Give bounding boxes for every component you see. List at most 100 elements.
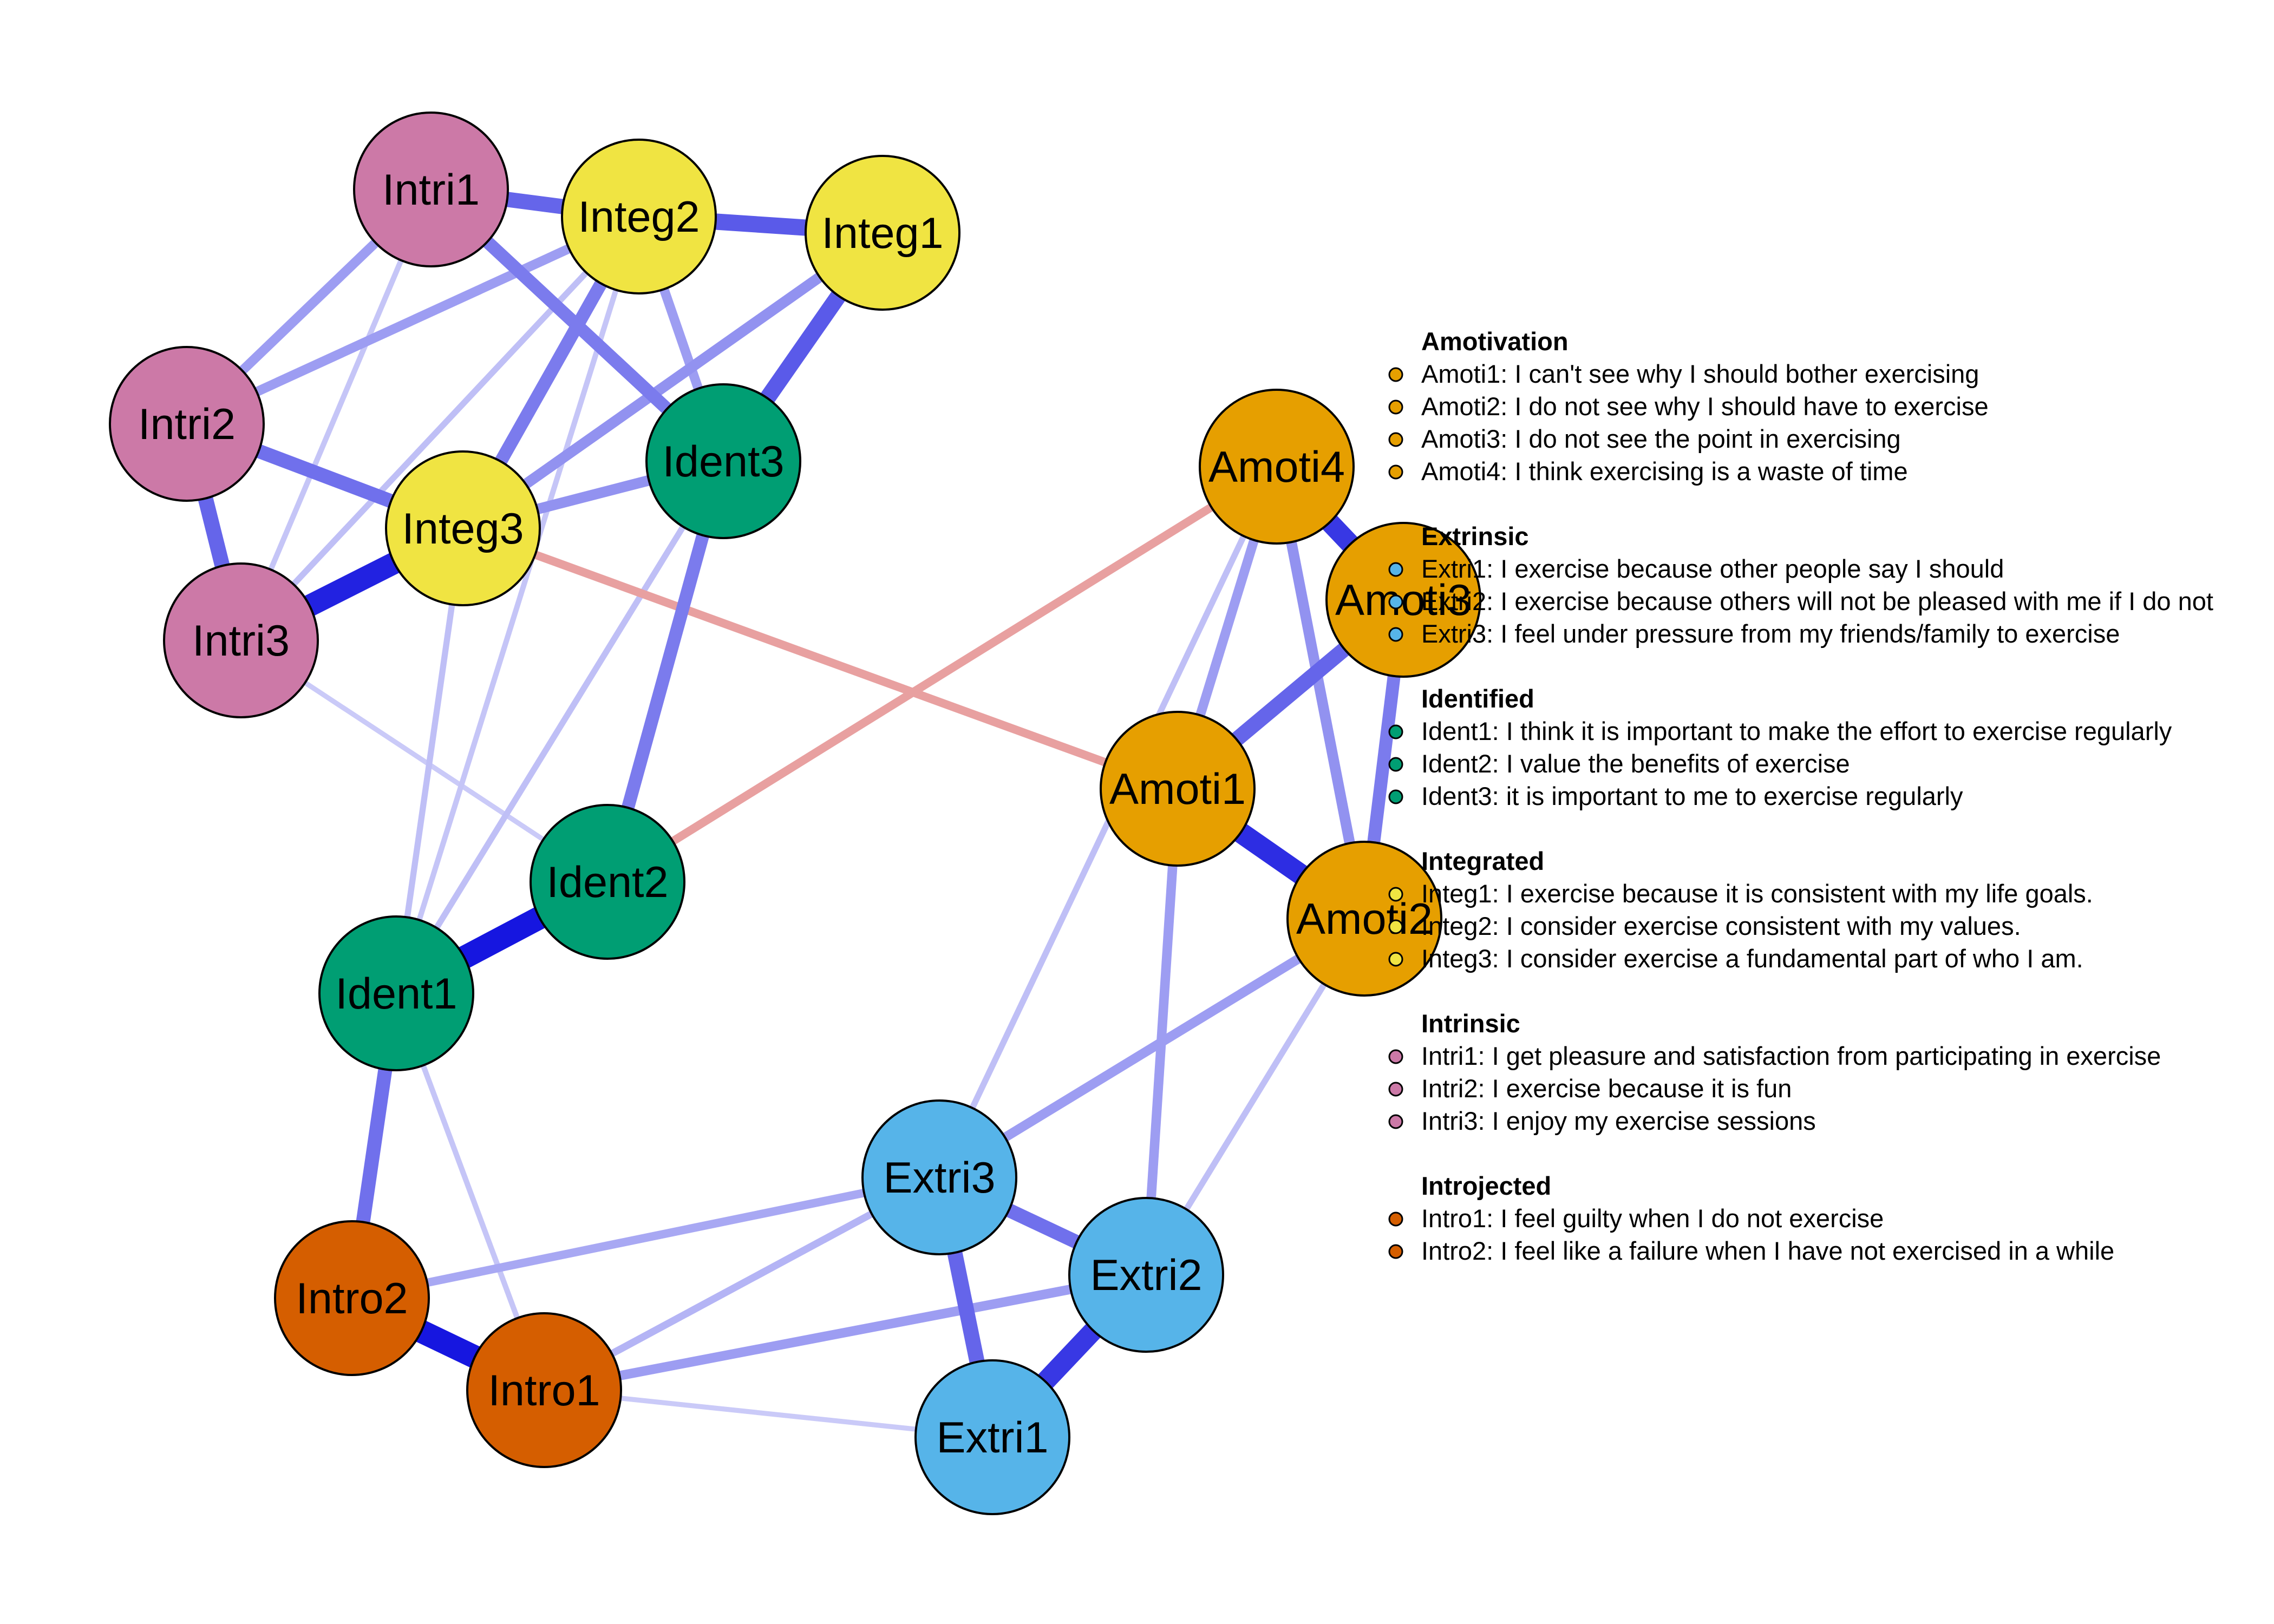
node-label: Amoti2: [1296, 895, 1433, 944]
node-label: Amoti4: [1208, 443, 1345, 492]
node-label: Ident2: [546, 858, 668, 907]
node-circle: [561, 139, 717, 294]
node-circle: [318, 915, 474, 1071]
legend-swatch-icon: [1388, 464, 1403, 480]
legend-group-title: Identified: [1421, 684, 1534, 713]
edge-Intri2-Integ2: [185, 212, 641, 428]
node-amoti4: Amoti4: [1199, 389, 1355, 545]
legend-item: Intro1: I feel guilty when I do not exer…: [1421, 1204, 1884, 1233]
legend-item: Extri1: I exercise because other people …: [1421, 554, 2004, 583]
edge-Integ3-Amoti1: [461, 524, 1179, 793]
node-label: Extri1: [936, 1413, 1048, 1462]
node-extri1: Extri1: [914, 1359, 1070, 1515]
edge-Ident2-Amoti4: [605, 463, 1279, 886]
edge-Integ1-Integ3: [460, 228, 886, 533]
node-ident3: Ident3: [645, 383, 801, 539]
node-intro1: Intro1: [466, 1312, 622, 1468]
legend-item: Integ3: I consider exercise a fundamenta…: [1421, 944, 2083, 973]
node-amoti1: Amoti1: [1100, 711, 1256, 867]
node-label: Intri2: [138, 400, 236, 449]
node-amoti2: Amoti2: [1286, 841, 1442, 997]
node-circle: [1325, 522, 1481, 678]
legend-item: Integ2: I consider exercise consistent w…: [1421, 912, 2021, 940]
node-integ2: Integ2: [561, 139, 717, 294]
node-circle: [109, 346, 265, 502]
node-label: Extri2: [1090, 1251, 1202, 1300]
legend-item: Integ1: I exercise because it is consist…: [1421, 879, 2093, 908]
edge-Integ3-Ident1: [393, 528, 466, 994]
node-intri1: Intri1: [353, 112, 509, 267]
legend-item: Extri2: I exercise because others will n…: [1421, 587, 2213, 615]
legend-group-title: Introjected: [1421, 1171, 1551, 1200]
node-label: Intro1: [488, 1366, 600, 1415]
legend-item: Extri3: I feel under pressure from my fr…: [1421, 619, 2120, 648]
legend-swatch-icon: [1388, 562, 1403, 577]
node-intro2: Intro2: [274, 1220, 430, 1376]
edge-Extri3-Amoti2: [937, 914, 1367, 1182]
legend-item: Intri3: I enjoy my exercise sessions: [1421, 1106, 1816, 1135]
node-label: Integ3: [402, 505, 524, 553]
node-integ1: Integ1: [805, 155, 960, 311]
node-circle: [466, 1312, 622, 1468]
edge-Intri3-Integ2: [238, 214, 642, 643]
node-ident2: Ident2: [530, 804, 685, 960]
legend-swatch-icon: [1388, 1082, 1403, 1097]
node-circle: [1286, 841, 1442, 997]
legend-item: Amoti3: I do not see the point in exerci…: [1421, 424, 1901, 453]
node-label: Ident3: [662, 437, 784, 486]
node-circle: [1068, 1197, 1224, 1353]
legend-group-title: Intrinsic: [1421, 1009, 1520, 1038]
node-circle: [805, 155, 960, 311]
legend-swatch-icon: [1388, 1212, 1403, 1227]
legend-swatch-icon: [1388, 1244, 1403, 1259]
legend-item: Amoti2: I do not see why I should have t…: [1421, 392, 1989, 421]
legend-group-title: Integrated: [1421, 847, 1544, 875]
node-label: Integ1: [821, 209, 943, 258]
legend-group-title: Extrinsic: [1421, 522, 1529, 551]
legend-swatch-icon: [1388, 919, 1403, 934]
legend-swatch-icon: [1388, 1049, 1403, 1064]
node-intri2: Intri2: [109, 346, 265, 502]
legend-item: Amoti4: I think exercising is a waste of…: [1421, 457, 1908, 486]
legend-item: Amoti1: I can't see why I should bother …: [1421, 359, 1979, 388]
legend-swatch-icon: [1388, 594, 1403, 610]
edge-Intro1-Extri2: [543, 1270, 1147, 1395]
edge-Extri2-Amoti1: [1141, 788, 1182, 1275]
legend-item: Ident3: it is important to me to exercis…: [1421, 782, 1963, 810]
legend-item: Ident1: I think it is important to make …: [1421, 717, 2172, 745]
legend-swatch-icon: [1388, 952, 1403, 967]
legend-swatch-icon: [1388, 887, 1403, 902]
node-extri2: Extri2: [1068, 1197, 1224, 1353]
node-circle: [861, 1099, 1017, 1255]
node-label: Ident1: [335, 970, 457, 1018]
legend-swatch-icon: [1388, 1114, 1403, 1129]
node-label: Intri1: [382, 166, 480, 214]
legend-item: Intro2: I feel like a failure when I hav…: [1421, 1236, 2114, 1265]
legend-swatch-icon: [1388, 724, 1403, 739]
legend-swatch-icon: [1388, 789, 1403, 804]
legend-swatch-icon: [1388, 400, 1403, 415]
node-intri3: Intri3: [163, 562, 319, 718]
node-label: Integ2: [578, 193, 700, 241]
node-circle: [353, 112, 509, 267]
node-integ3: Integ3: [385, 450, 541, 606]
node-label: Intri3: [192, 617, 290, 665]
node-label: Amoti1: [1109, 765, 1246, 814]
legend-swatch-icon: [1388, 367, 1403, 382]
node-amoti3: Amoti3: [1325, 522, 1481, 678]
node-label: Extri3: [883, 1154, 995, 1202]
node-ident1: Ident1: [318, 915, 474, 1071]
edge-Ident3-Ident1: [394, 460, 726, 995]
legend-swatch-icon: [1388, 757, 1403, 772]
legend-item: Ident2: I value the benefits of exercise: [1421, 749, 1850, 778]
node-circle: [645, 383, 801, 539]
edge-Intro2-Extri3: [351, 1173, 940, 1302]
legend-swatch-icon: [1388, 627, 1403, 642]
node-circle: [1199, 389, 1355, 545]
node-circle: [385, 450, 541, 606]
node-circle: [163, 562, 319, 718]
node-circle: [530, 804, 685, 960]
